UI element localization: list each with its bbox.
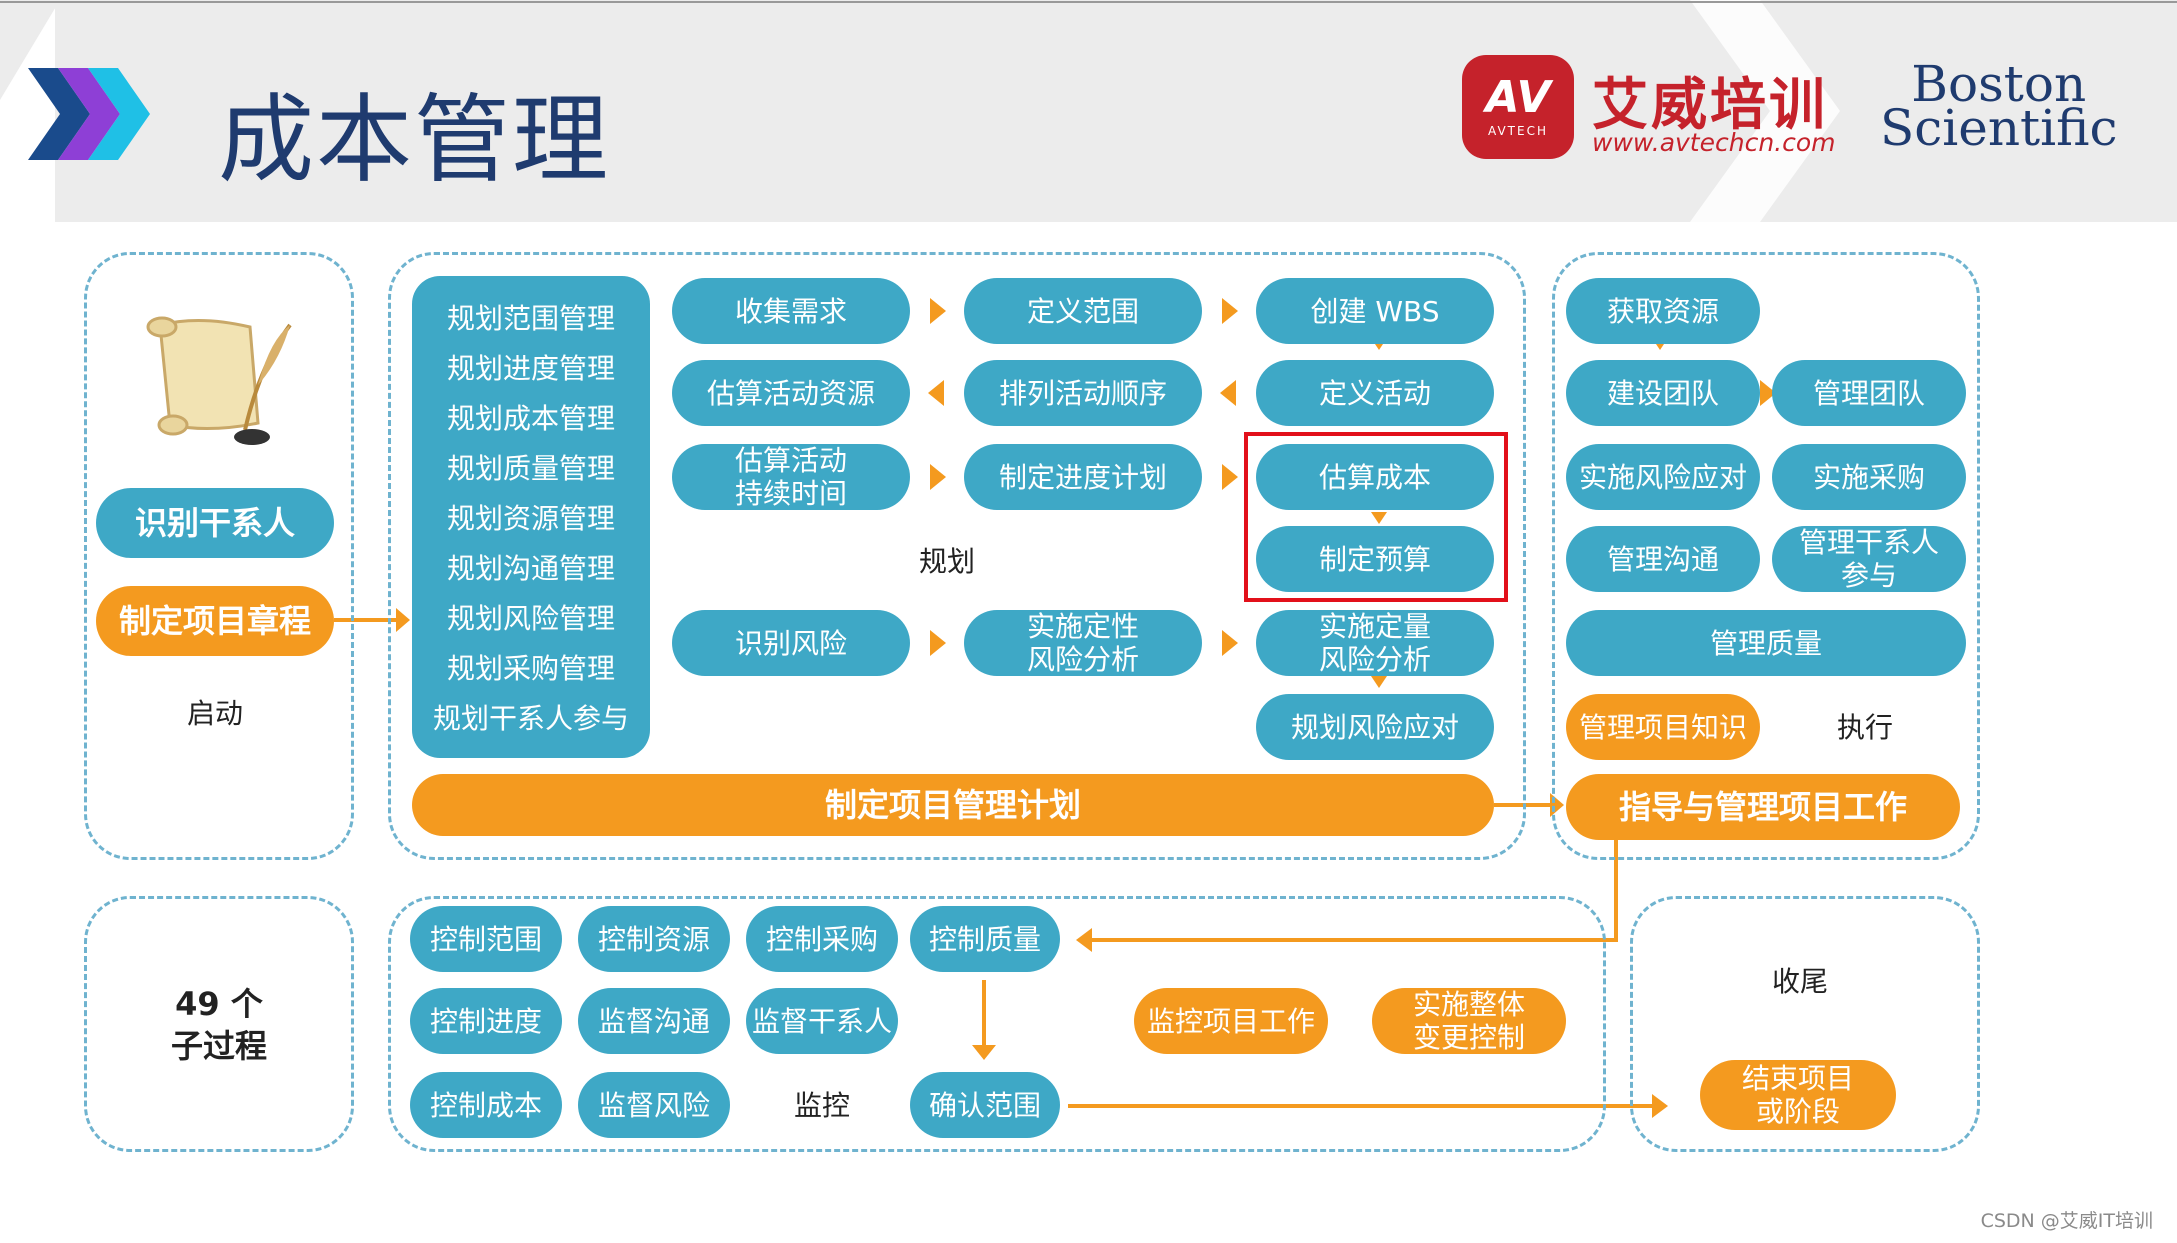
perform-qualitative-risk-analysis[interactable]: 实施定性 风险分析 bbox=[964, 610, 1202, 676]
chevron-logo-icon bbox=[28, 68, 150, 160]
partner-logo-line1: Boston bbox=[1911, 55, 2087, 113]
direct-manage-project-work[interactable]: 指导与管理项目工作 bbox=[1566, 774, 1960, 840]
summary-zone bbox=[84, 896, 354, 1152]
control-scope[interactable]: 控制范围 bbox=[410, 906, 562, 972]
control-costs[interactable]: 控制成本 bbox=[410, 1072, 562, 1138]
develop-project-charter[interactable]: 制定项目章程 bbox=[96, 586, 334, 656]
perform-integrated-change-control[interactable]: 实施整体 变更控制 bbox=[1372, 988, 1566, 1054]
monitoring-label: 监控 bbox=[793, 1089, 850, 1122]
monitor-control-project-work[interactable]: 监控项目工作 bbox=[1134, 988, 1328, 1054]
develop-schedule[interactable]: 制定进度计划 bbox=[964, 444, 1202, 510]
executing-label: 执行 bbox=[1836, 711, 1893, 744]
identify-stakeholders[interactable]: 识别干系人 bbox=[96, 488, 334, 558]
planning-arrows bbox=[928, 298, 1776, 688]
monitor-stakeholder-engagement[interactable]: 监督干系人 bbox=[746, 988, 898, 1054]
monitor-communications[interactable]: 监督沟通 bbox=[578, 988, 730, 1054]
validate-scope[interactable]: 确认范围 bbox=[910, 1072, 1060, 1138]
executing-zone bbox=[1552, 252, 1980, 860]
define-scope[interactable]: 定义范围 bbox=[964, 278, 1202, 344]
cost-highlight-box bbox=[1244, 432, 1508, 602]
scroll-quill-icon bbox=[146, 316, 292, 445]
manage-quality[interactable]: 管理质量 bbox=[1566, 610, 1966, 676]
close-project-or-phase[interactable]: 结束项目 或阶段 bbox=[1700, 1060, 1896, 1130]
watermark: CSDN @艾威IT培训 bbox=[1980, 1210, 2153, 1232]
plan-list-item[interactable]: 规划干系人参与 bbox=[432, 702, 629, 735]
perform-quantitative-risk-analysis[interactable]: 实施定量 风险分析 bbox=[1256, 610, 1494, 676]
determine-budget[interactable]: 制定预算 bbox=[1256, 526, 1494, 592]
develop-project-management-plan[interactable]: 制定项目管理计划 bbox=[412, 774, 1494, 836]
conduct-procurements[interactable]: 实施采购 bbox=[1772, 444, 1966, 510]
control-schedule[interactable]: 控制进度 bbox=[410, 988, 562, 1054]
manage-stakeholder-engagement[interactable]: 管理干系人 参与 bbox=[1772, 526, 1966, 592]
flow-lines bbox=[334, 618, 1655, 1108]
monitor-risks[interactable]: 监督风险 bbox=[578, 1072, 730, 1138]
closing-label: 收尾 bbox=[1771, 965, 1828, 998]
plan-list-item[interactable]: 规划采购管理 bbox=[446, 652, 615, 685]
logo-badge-subtext: AVTECH bbox=[1488, 124, 1548, 138]
plan-list-item[interactable]: 规划范围管理 bbox=[446, 302, 615, 335]
plan-list-item[interactable]: 规划成本管理 bbox=[446, 402, 615, 435]
plan-list-item[interactable]: 规划质量管理 bbox=[446, 452, 615, 485]
control-procurements[interactable]: 控制采购 bbox=[746, 906, 898, 972]
planning-zone bbox=[388, 252, 1526, 860]
acquire-resources[interactable]: 获取资源 bbox=[1566, 278, 1760, 344]
create-wbs[interactable]: 创建 WBS bbox=[1256, 278, 1494, 344]
identify-risks[interactable]: 识别风险 bbox=[672, 610, 910, 676]
page-title: 成本管理 bbox=[218, 84, 610, 196]
monitoring-zone bbox=[388, 896, 1606, 1152]
initiating-zone bbox=[84, 252, 354, 860]
define-activities[interactable]: 定义活动 bbox=[1256, 360, 1494, 426]
plan-list-item[interactable]: 规划风险管理 bbox=[446, 602, 615, 635]
implement-risk-responses[interactable]: 实施风险应对 bbox=[1566, 444, 1760, 510]
planning-label: 规划 bbox=[918, 545, 975, 578]
plan-list-item[interactable]: 规划进度管理 bbox=[446, 352, 615, 385]
closing-zone bbox=[1630, 896, 1980, 1152]
plan-management-list: 规划范围管理 规划进度管理 规划成本管理 规划质量管理 规划资源管理 规划沟通管… bbox=[412, 276, 650, 758]
plan-risk-responses[interactable]: 规划风险应对 bbox=[1256, 694, 1494, 760]
plan-list-item[interactable]: 规划资源管理 bbox=[446, 502, 615, 535]
logo-url: www.avtechcn.com bbox=[1592, 128, 1836, 157]
process-count-unit: 子过程 bbox=[170, 1027, 267, 1065]
manage-communications[interactable]: 管理沟通 bbox=[1566, 526, 1760, 592]
estimate-costs[interactable]: 估算成本 bbox=[1256, 444, 1494, 510]
header-decoration bbox=[0, 0, 2177, 222]
control-resources[interactable]: 控制资源 bbox=[578, 906, 730, 972]
estimate-activity-resources[interactable]: 估算活动资源 bbox=[672, 360, 910, 426]
partner-logo: Boston Scientific bbox=[1880, 55, 2118, 157]
sequence-activities[interactable]: 排列活动顺序 bbox=[964, 360, 1202, 426]
manage-team[interactable]: 管理团队 bbox=[1772, 360, 1966, 426]
collect-requirements[interactable]: 收集需求 bbox=[672, 278, 910, 344]
initiating-label: 启动 bbox=[186, 697, 243, 730]
manage-project-knowledge[interactable]: 管理项目知识 bbox=[1566, 694, 1760, 760]
plan-list-item[interactable]: 规划沟通管理 bbox=[446, 552, 615, 585]
process-count: 49 个 bbox=[175, 985, 263, 1023]
logo-name: 艾威培训 bbox=[1592, 73, 1828, 138]
develop-team[interactable]: 建设团队 bbox=[1566, 360, 1760, 426]
estimate-activity-durations[interactable]: 估算活动 持续时间 bbox=[672, 444, 910, 510]
logo-badge-text: AV bbox=[1485, 72, 1551, 123]
partner-logo-line2: Scientific bbox=[1880, 99, 2118, 157]
control-quality[interactable]: 控制质量 bbox=[910, 906, 1060, 972]
avtech-logo: AV AVTECH bbox=[1462, 55, 1574, 159]
